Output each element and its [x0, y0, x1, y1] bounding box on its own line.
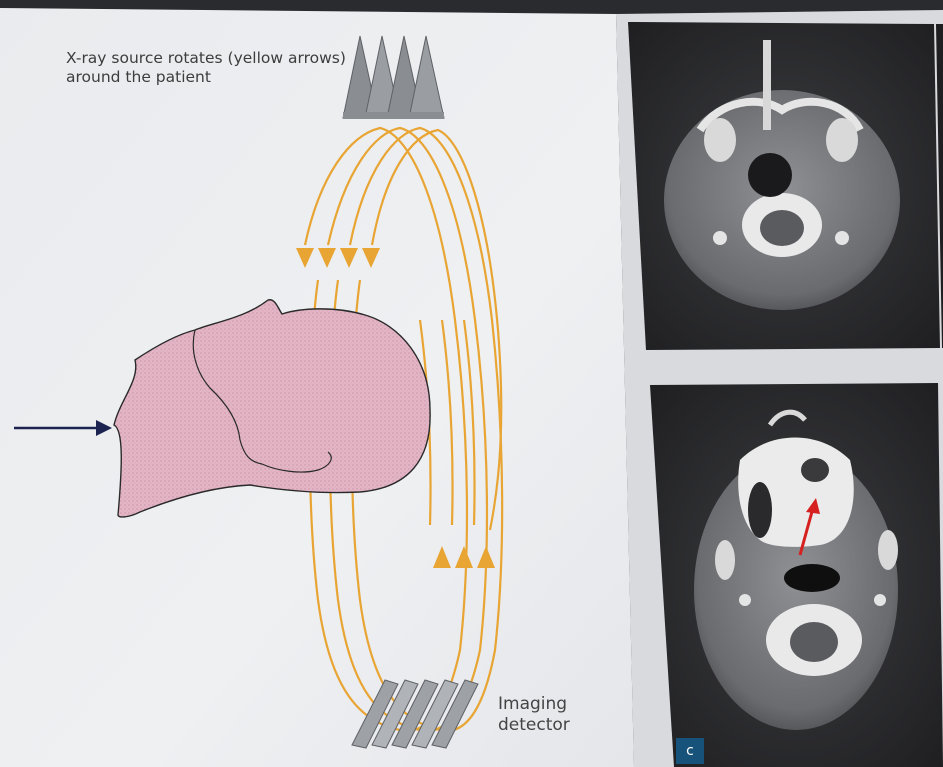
arrowheads-up [433, 546, 495, 568]
ct-scan-image-top [628, 22, 940, 350]
ct-scan-image-bottom [650, 383, 943, 767]
xray-source-caption: X-ray source rotates (yellow arrows) aro… [66, 49, 366, 87]
panel-label-c: c [676, 738, 704, 764]
imaging-detector-caption: Imaging detector [498, 694, 608, 736]
